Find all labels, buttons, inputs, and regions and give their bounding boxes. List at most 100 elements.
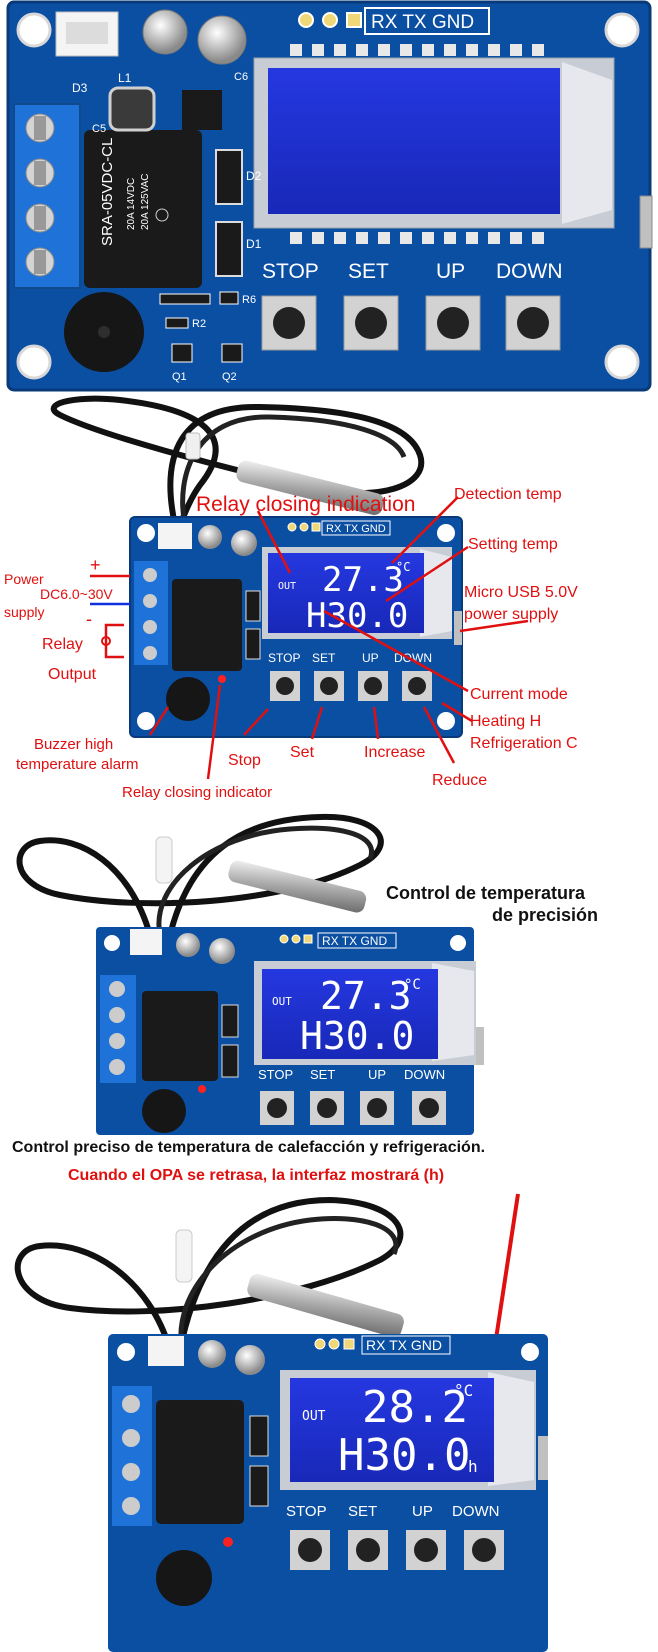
- probe-cable: [16, 813, 384, 936]
- button-label-down: DOWN: [404, 1067, 445, 1082]
- silk-label: L1: [118, 71, 132, 85]
- resistor: [165, 317, 189, 329]
- lcd-out-label: OUT: [278, 581, 296, 592]
- silk-label: D2: [246, 169, 262, 183]
- product-photo-delay: RX TX GND OUT 28.2 °C H30.0 h STOP SET U…: [0, 1190, 658, 1652]
- lcd-pin-row: [290, 44, 544, 244]
- caption-heat-cool: Control preciso de temperatura de calefa…: [12, 1139, 486, 1156]
- temperature-probe: [236, 460, 384, 515]
- lcd-delay-indicator: h: [468, 1457, 478, 1476]
- button-label-up: UP: [412, 1503, 433, 1520]
- annotation-increase: Increase: [364, 744, 425, 761]
- annotation-micro-usb: Micro USB 5.0V: [464, 584, 578, 601]
- lcd-setting-temperature: H30.0: [300, 1014, 414, 1058]
- lcd-screen: [262, 969, 438, 1059]
- button-label-stop: STOP: [258, 1067, 293, 1082]
- product-photo-precision: RX TX GND OUT 27.3 °C H30.0 STOP SET UP …: [0, 805, 658, 1135]
- annotation-output: Output: [48, 666, 97, 683]
- header-pin-label: RX TX GND: [366, 1337, 442, 1353]
- button-label-stop: STOP: [262, 260, 319, 283]
- annotation-set: Set: [290, 744, 315, 761]
- lcd-detected-temperature: 27.3: [320, 974, 412, 1018]
- silk-label: C5: [92, 123, 106, 135]
- lcd-screen: [290, 1378, 494, 1482]
- silk-label: R6: [242, 294, 256, 306]
- lcd-setting-temperature: H30.0: [338, 1430, 470, 1481]
- relay-model: SRA-05VDC-CL: [99, 138, 116, 246]
- buzzer: [142, 1089, 186, 1133]
- annotation-relay-closing-indicator: Relay closing indicator: [122, 784, 272, 801]
- caption-precision-line-2: de precisión: [492, 905, 599, 925]
- lcd-temperature-unit: °C: [396, 560, 410, 574]
- lcd-temperature-unit: °C: [404, 977, 421, 993]
- header-pin: [322, 12, 338, 28]
- caption-precision-line-1: Control de temperatura: [386, 883, 586, 903]
- relay-indicator-led: [198, 1085, 206, 1093]
- annotation-buzzer-high: Buzzer high: [34, 736, 113, 753]
- resistor: [159, 293, 211, 305]
- buzzer: [156, 1550, 212, 1606]
- annotation-supply: supply: [4, 604, 44, 620]
- annotation-relay: Relay: [42, 636, 83, 653]
- lcd-detected-temperature: 27.3: [322, 560, 404, 600]
- lcd-screen: [268, 68, 560, 214]
- mounting-hole: [604, 12, 640, 48]
- annotation-plus: +: [90, 555, 101, 575]
- buzzer: [166, 677, 210, 721]
- temperature-probe: [247, 1273, 404, 1338]
- relay-rating: 20A 125VAC: [140, 173, 151, 230]
- silk-label: Q2: [222, 371, 237, 383]
- button-label-set: SET: [310, 1067, 335, 1082]
- header-pin-label: RX TX GND: [322, 934, 387, 948]
- annotation-refrigeration: Refrigeration C: [470, 735, 578, 752]
- relay: [156, 1400, 244, 1524]
- mounting-hole: [604, 344, 640, 380]
- usb-port: [476, 1027, 484, 1065]
- button-label-set: SET: [348, 1503, 377, 1520]
- header-pin-label: RX TX GND: [326, 523, 386, 535]
- annotation-detection-temp: Detection temp: [454, 486, 562, 503]
- button-label-down: DOWN: [452, 1503, 500, 1520]
- button-label-down: DOWN: [496, 260, 563, 283]
- annotated-board-photo: RX TX GND OUT 27.3 °C H30.0 STOP SET UP …: [0, 395, 658, 805]
- mounting-hole: [16, 344, 52, 380]
- usb-port: [454, 611, 462, 645]
- button-label-up: UP: [362, 651, 379, 665]
- button-label-set: SET: [348, 260, 389, 283]
- relay-indicator-led: [223, 1537, 233, 1547]
- header-pin: [346, 12, 362, 28]
- transistor: [171, 343, 193, 363]
- ic-chip: [182, 90, 222, 130]
- lcd-out-label: OUT: [302, 1409, 326, 1424]
- annotation-temperature-alarm: temperature alarm: [16, 756, 139, 773]
- tactile-button-down: [505, 295, 561, 351]
- button-label-up: UP: [436, 260, 465, 283]
- annotation-micro-usb-power: power supply: [464, 606, 558, 623]
- mounting-hole: [16, 12, 52, 48]
- header-pin-label: RX TX GND: [371, 12, 474, 33]
- relay-indicator-led: [218, 675, 226, 683]
- button-label-stop: STOP: [286, 1503, 327, 1520]
- usb-port: [538, 1436, 548, 1480]
- probe-cable: [14, 1196, 404, 1351]
- silk-label: D3: [72, 81, 88, 95]
- product-photo-board: RX TX GND SRA-05VDC-CL 20A 14VDC: [0, 0, 658, 395]
- button-label-stop: STOP: [268, 651, 300, 665]
- annotation-reduce: Reduce: [432, 772, 487, 789]
- annotation-voltage: DC6.0~30V: [40, 586, 113, 602]
- diode: [215, 149, 243, 205]
- annotation-power: Power: [4, 571, 44, 587]
- annotation-setting-temp: Setting temp: [468, 536, 558, 553]
- silk-label: D1: [246, 237, 262, 251]
- silk-label: C6: [234, 71, 248, 83]
- silk-label: R2: [192, 318, 206, 330]
- capacitor: [197, 15, 247, 65]
- tactile-button-stop: [261, 295, 317, 351]
- header-pin: [298, 12, 314, 28]
- lcd-detected-temperature: 28.2: [362, 1382, 468, 1433]
- annotation-stop: Stop: [228, 752, 261, 769]
- button-label-set: SET: [312, 651, 336, 665]
- caption-opa-delay: Cuando el OPA se retrasa, la interfaz mo…: [68, 1167, 445, 1184]
- silk-label: Q1: [172, 371, 187, 383]
- capacitor: [142, 9, 188, 55]
